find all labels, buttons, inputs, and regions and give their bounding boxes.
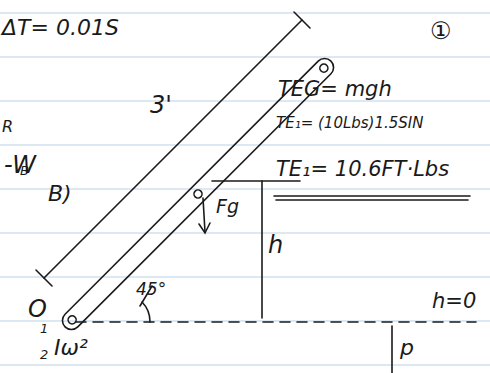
- note-label: O: [28, 296, 47, 322]
- note-label: -W: [4, 152, 36, 178]
- note-label: TEG= mgh: [278, 78, 392, 101]
- note-label: 3': [150, 92, 172, 118]
- note-label: h=0: [432, 290, 476, 313]
- note-label: p: [400, 336, 414, 360]
- note-label: 2: [40, 348, 48, 362]
- note-label: R: [2, 118, 13, 136]
- note-label: 45°: [136, 280, 166, 299]
- note-label: TE₁= (10Lbs)1.5SIN: [276, 115, 424, 132]
- note-label: 1: [40, 322, 48, 336]
- note-label: Iω²: [54, 336, 88, 360]
- note-label: TE₁= 10.6FT·Lbs: [276, 158, 449, 181]
- note-label: B): [48, 182, 72, 206]
- note-label: B: [20, 164, 29, 178]
- note-label: Fg: [216, 196, 239, 217]
- note-label: h: [268, 232, 283, 258]
- note-label: ①: [430, 18, 452, 44]
- note-label: ΔT= 0.01S: [2, 16, 119, 40]
